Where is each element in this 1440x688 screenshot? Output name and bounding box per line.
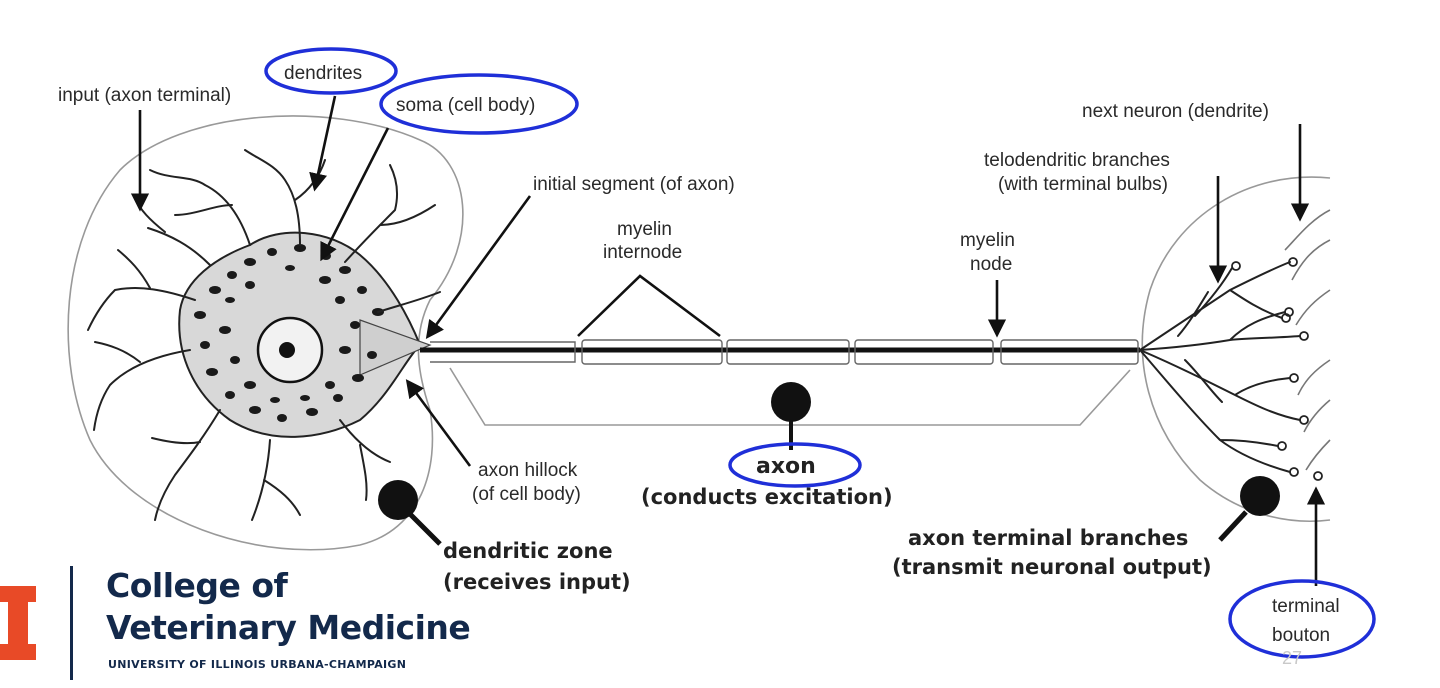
arrow-soma (320, 127, 390, 262)
myelin-segment (854, 339, 994, 365)
myelin-segment (1000, 339, 1139, 365)
label-dendritic-zone-2: (receives input) (443, 570, 631, 594)
highlight-ring-dendrites (264, 47, 398, 95)
highlight-ring-terminal-bouton (1228, 579, 1376, 659)
arrow-initial-segment (425, 195, 532, 339)
terminal-zone-outline (1141, 176, 1331, 523)
label-dendrites: dendrites (284, 63, 362, 84)
logo-university: UNIVERSITY OF ILLINOIS URBANA-CHAMPAIGN (108, 658, 407, 671)
logo-divider (70, 566, 73, 680)
arrow-dendrites (309, 95, 337, 192)
label-initial-segment: initial segment (of axon) (533, 174, 735, 195)
label-myelin-node-1: myelin (960, 230, 1015, 251)
logo-college-of: College of (106, 566, 288, 605)
illinois-block-i-logo (0, 586, 36, 660)
label-terminal-branches-2: (transmit neuronal output) (892, 555, 1212, 579)
label-terminal-branches-1: axon terminal branches (908, 526, 1188, 550)
page-number: 27 (1282, 648, 1303, 668)
axon-shaft (420, 339, 1140, 365)
college-logo: College of Veterinary Medicine UNIVERSIT… (0, 560, 520, 688)
label-axon-sub: (conducts excitation) (641, 485, 893, 509)
label-next-neuron: next neuron (dendrite) (1082, 101, 1269, 122)
label-myelin-internode-1: myelin (617, 219, 672, 240)
label-axon-hillock-1: axon hillock (478, 460, 578, 481)
label-terminal-bouton-1: terminal (1272, 596, 1340, 617)
label-input: input (axon terminal) (58, 85, 231, 106)
highlight-ring-soma (379, 73, 579, 135)
label-terminal-bouton-2: bouton (1272, 625, 1330, 646)
axon-bracket (449, 367, 1131, 426)
myelin-segment (581, 339, 723, 365)
pin-axon (771, 382, 811, 450)
label-axon-hillock-2: (of cell body) (472, 484, 581, 505)
dendritic-zone-outline (67, 115, 464, 551)
label-axon: axon (756, 454, 816, 479)
logo-veterinary-medicine: Veterinary Medicine (106, 608, 471, 647)
label-soma: soma (cell body) (396, 95, 535, 116)
label-telodendritic-2: (with terminal bulbs) (998, 174, 1168, 195)
pin-terminal-branches (1218, 476, 1280, 542)
label-dendritic-zone-1: dendritic zone (443, 539, 613, 563)
soma-dendrites (87, 149, 441, 521)
soma-body (178, 231, 432, 438)
myelin-segment (726, 339, 850, 365)
label-myelin-node-2: node (970, 254, 1012, 275)
telodendritic-branches (1139, 209, 1331, 481)
label-telodendritic-1: telodendritic branches (984, 150, 1170, 171)
nucleolus (279, 342, 295, 358)
label-myelin-internode-2: internode (603, 242, 682, 263)
highlight-ring-axon (728, 442, 862, 488)
arrow-axon-hillock (405, 379, 472, 467)
pin-dendritic-zone (378, 480, 442, 546)
arrow-myelin-internode (577, 274, 721, 338)
